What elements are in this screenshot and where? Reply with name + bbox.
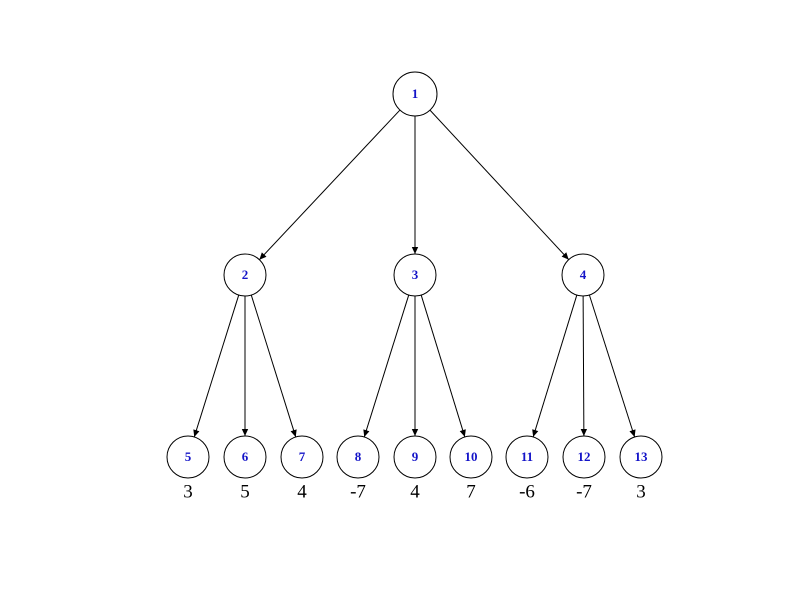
leaf-value: -7 (350, 481, 366, 502)
node-label: 3 (412, 267, 419, 282)
tree-edge (588, 294, 636, 438)
node-label: 7 (299, 449, 306, 464)
node-label: 8 (355, 449, 362, 464)
node-label: 2 (242, 267, 249, 282)
node-circle[interactable] (223, 435, 267, 479)
edge-arrowhead-icon (629, 429, 636, 437)
tree-node-13[interactable]: 13 (619, 435, 663, 479)
tree-edge (250, 294, 297, 438)
node-label: 12 (578, 449, 591, 464)
tree-edge (193, 294, 240, 438)
leaf-value: 5 (240, 481, 250, 502)
tree-node-3[interactable]: 3 (393, 253, 437, 297)
tree-node-4[interactable]: 4 (561, 253, 605, 297)
tree-edge (411, 296, 419, 436)
edge-arrowhead-icon (411, 247, 419, 254)
tree-edge (429, 109, 570, 260)
tree-node-9[interactable]: 9 (393, 435, 437, 479)
node-circle[interactable] (166, 435, 210, 479)
tree-edge (259, 109, 401, 261)
edge-arrowhead-icon (459, 429, 466, 437)
tree-edge (241, 296, 249, 436)
tree-edge (363, 294, 410, 438)
node-circle[interactable] (562, 435, 606, 479)
node-circle[interactable] (392, 71, 438, 117)
leaf-value-layer: 3 5 4 -7 4 7 -6 -7 3 (183, 481, 646, 502)
edge-line (363, 294, 410, 438)
node-circle[interactable] (393, 435, 437, 479)
leaf-value: -6 (519, 481, 535, 502)
tree-node-12[interactable]: 12 (562, 435, 606, 479)
tree-node-5[interactable]: 5 (166, 435, 210, 479)
node-circle[interactable] (505, 435, 549, 479)
tree-node-6[interactable]: 6 (223, 435, 267, 479)
edge-arrowhead-icon (259, 252, 267, 260)
tree-node-11[interactable]: 11 (505, 435, 549, 479)
edge-layer (193, 109, 636, 438)
tree-node-10[interactable]: 10 (449, 435, 493, 479)
node-label: 1 (412, 86, 419, 101)
edge-line (588, 294, 636, 438)
leaf-value: 3 (636, 481, 646, 502)
leaf-value: 4 (297, 481, 307, 502)
tree-edge (532, 294, 578, 438)
edge-line (250, 294, 297, 438)
edge-line (193, 294, 240, 438)
tree-edge (580, 295, 588, 437)
tree-node-7[interactable]: 7 (280, 435, 324, 479)
node-label: 9 (412, 449, 419, 464)
edge-arrowhead-icon (363, 429, 370, 437)
node-circle[interactable] (336, 435, 380, 479)
node-circle[interactable] (393, 253, 437, 297)
tree-node-8[interactable]: 8 (336, 435, 380, 479)
tree-edge (411, 116, 419, 254)
leaf-value: -7 (576, 481, 592, 502)
node-circle[interactable] (280, 435, 324, 479)
edge-arrowhead-icon (561, 252, 569, 260)
edge-line (582, 295, 585, 437)
edge-arrowhead-icon (411, 429, 419, 436)
tree-node-2[interactable]: 2 (223, 253, 267, 297)
edge-arrowhead-icon (532, 429, 539, 437)
edge-line (429, 109, 570, 260)
node-label: 4 (580, 267, 587, 282)
edge-arrowhead-icon (241, 429, 249, 436)
tree-edge (420, 294, 466, 438)
node-circle[interactable] (449, 435, 493, 479)
edge-arrowhead-icon (580, 428, 588, 437)
edge-line (420, 294, 466, 438)
node-label: 6 (242, 449, 249, 464)
node-label: 10 (465, 449, 478, 464)
edge-line (259, 109, 401, 261)
tree-node-1[interactable]: 1 (392, 71, 438, 117)
node-label: 11 (521, 449, 533, 464)
node-circle[interactable] (619, 435, 663, 479)
edge-arrowhead-icon (290, 429, 297, 437)
edge-arrowhead-icon (193, 429, 200, 437)
node-circle[interactable] (561, 253, 605, 297)
leaf-value: 7 (466, 481, 476, 502)
leaf-value: 4 (410, 481, 420, 502)
node-circle[interactable] (223, 253, 267, 297)
node-label: 5 (185, 449, 192, 464)
node-label: 13 (635, 449, 649, 464)
leaf-value: 3 (183, 481, 193, 502)
edge-line (532, 294, 578, 438)
